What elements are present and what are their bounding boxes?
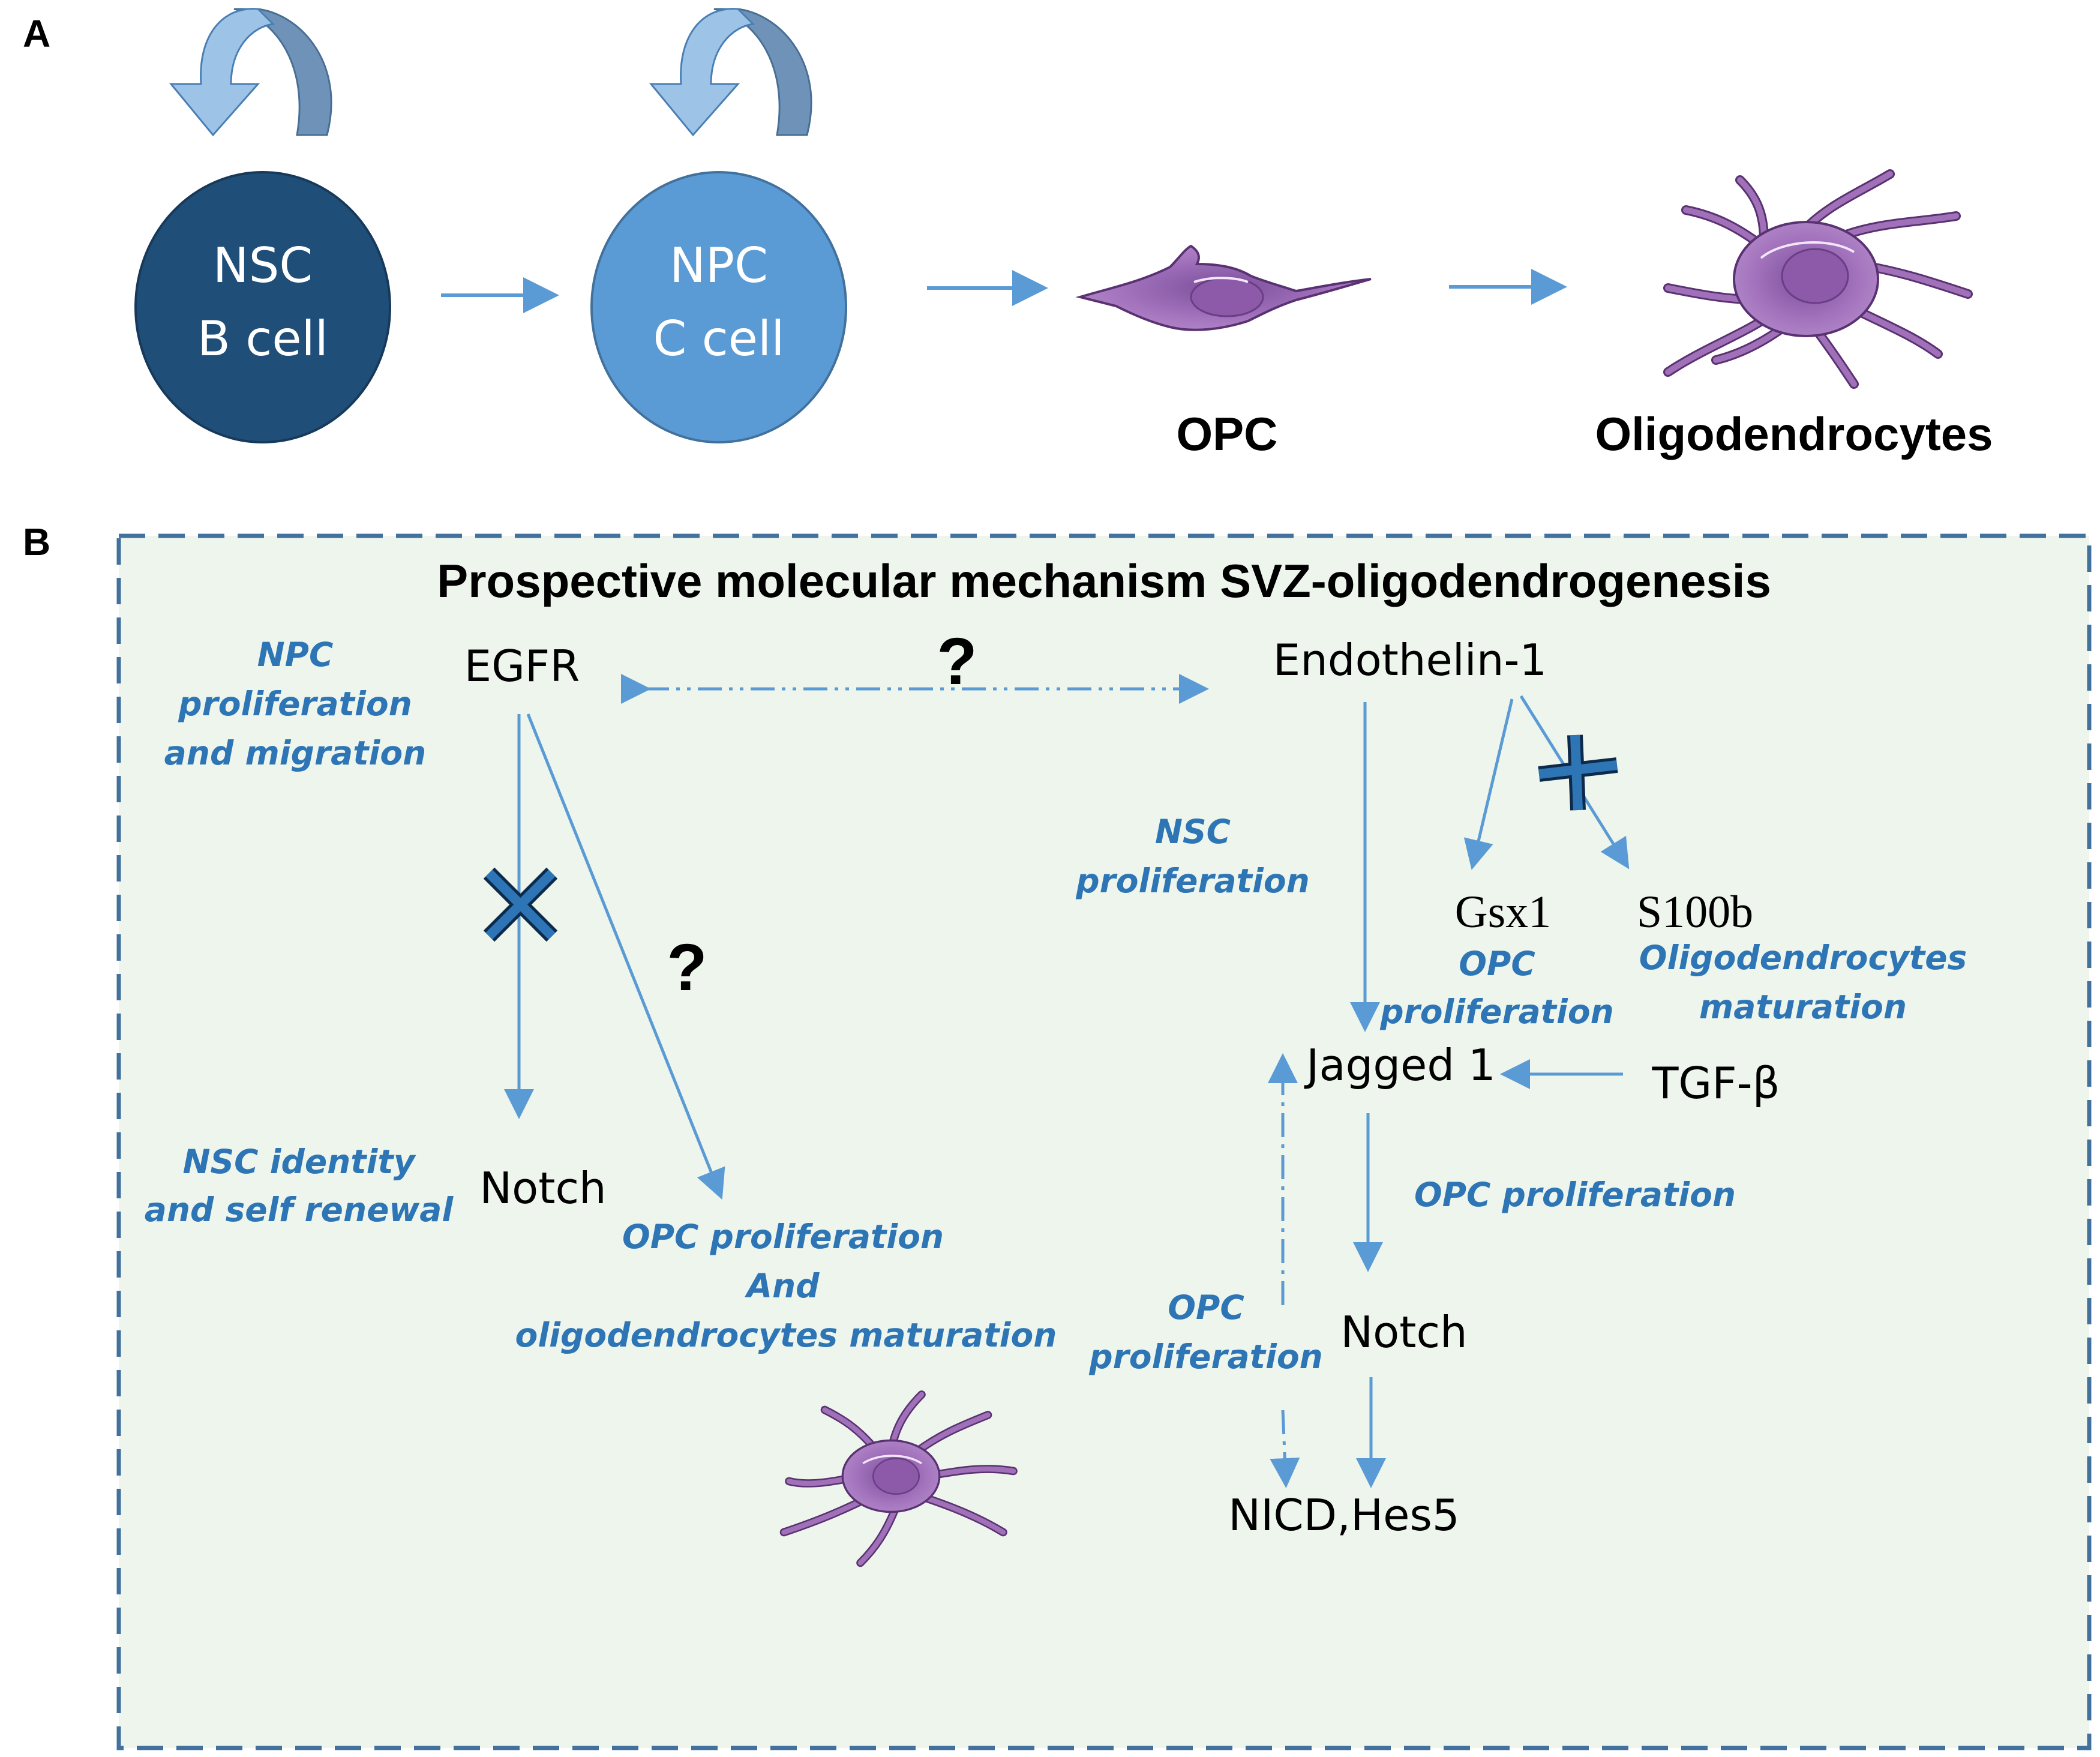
annot-npc-prolif-2: proliferation <box>178 685 412 723</box>
annot-nsc-identity-2: and self renewal <box>145 1191 454 1229</box>
arrow-endothelin-gsx1 <box>1463 698 1514 870</box>
self-renewal-arrow-npc <box>649 8 812 137</box>
node-notch-left: Notch <box>479 1163 606 1213</box>
npc-label-line2: C cell <box>653 311 785 367</box>
annot-opc-oligo-2: And <box>744 1267 820 1305</box>
oligodendrocyte-small-image <box>779 1390 1018 1567</box>
npc-label-line1: NPC <box>670 238 768 293</box>
annot-nsc-identity-1: NSC identity <box>182 1143 416 1181</box>
nsc-label-line2: B cell <box>197 311 328 367</box>
panel-a-label: A <box>23 12 50 55</box>
node-notch-right: Notch <box>1340 1307 1467 1357</box>
opc-label: OPC <box>1176 407 1277 460</box>
annot-npc-prolif-1: NPC <box>257 635 334 674</box>
node-endothelin-1: Endothelin-1 <box>1273 635 1547 685</box>
arrow-egfr-opc <box>526 713 725 1200</box>
node-jagged-1: Jagged 1 <box>1304 1040 1495 1090</box>
annot-dashdot-opc-2: proliferation <box>1088 1338 1323 1376</box>
nsc-circle <box>134 171 391 443</box>
node-tgf-beta: TGF-β <box>1651 1058 1780 1108</box>
panel-b-box <box>116 533 2092 1750</box>
annot-nsc-prolif-1: NSC <box>1155 812 1231 851</box>
annot-opc-oligo-3: oligodendrocytes maturation <box>515 1316 1057 1354</box>
annot-gsx1-opc-2: proliferation <box>1379 993 1614 1031</box>
nsc-label-line1: NSC <box>213 238 313 293</box>
annot-gsx1-opc-1: OPC <box>1459 945 1535 983</box>
annot-opc-oligo-1: OPC proliferation <box>622 1218 944 1256</box>
node-gsx1: Gsx1 <box>1455 887 1551 937</box>
annot-s100b-oligo-2: maturation <box>1699 988 1907 1026</box>
inhibition-x-egfr-notch <box>483 867 558 942</box>
panel-b-title: Prospective molecular mechanism SVZ-olig… <box>437 554 1771 607</box>
opc-cell-image <box>1075 244 1372 331</box>
annot-npc-prolif-3: and migration <box>164 734 427 772</box>
node-egfr: EGFR <box>464 641 580 691</box>
annot-dashdot-opc-1: OPC <box>1168 1288 1244 1327</box>
annot-nsc-prolif-2: proliferation <box>1075 862 1310 900</box>
inhibition-cross-endothelin-s100b <box>1538 734 1618 811</box>
question-mark-middle: ? <box>667 931 707 1005</box>
npc-circle <box>590 171 847 443</box>
node-nicd-hes5: NICD,Hes5 <box>1228 1490 1459 1540</box>
annot-jagged-notch-opc: OPC proliferation <box>1414 1176 1736 1214</box>
annot-s100b-oligo-1: Oligodendrocytes <box>1639 939 1967 977</box>
node-s100b: S100b <box>1637 887 1753 937</box>
oligodendrocytes-label: Oligodendrocytes <box>1595 407 1993 460</box>
oligodendrocyte-cell-image <box>1663 169 1973 389</box>
self-renewal-arrow-nsc <box>169 8 332 137</box>
panel-b-label: B <box>23 520 50 563</box>
arrow-dashdot-to-nicd <box>1270 1410 1300 1488</box>
